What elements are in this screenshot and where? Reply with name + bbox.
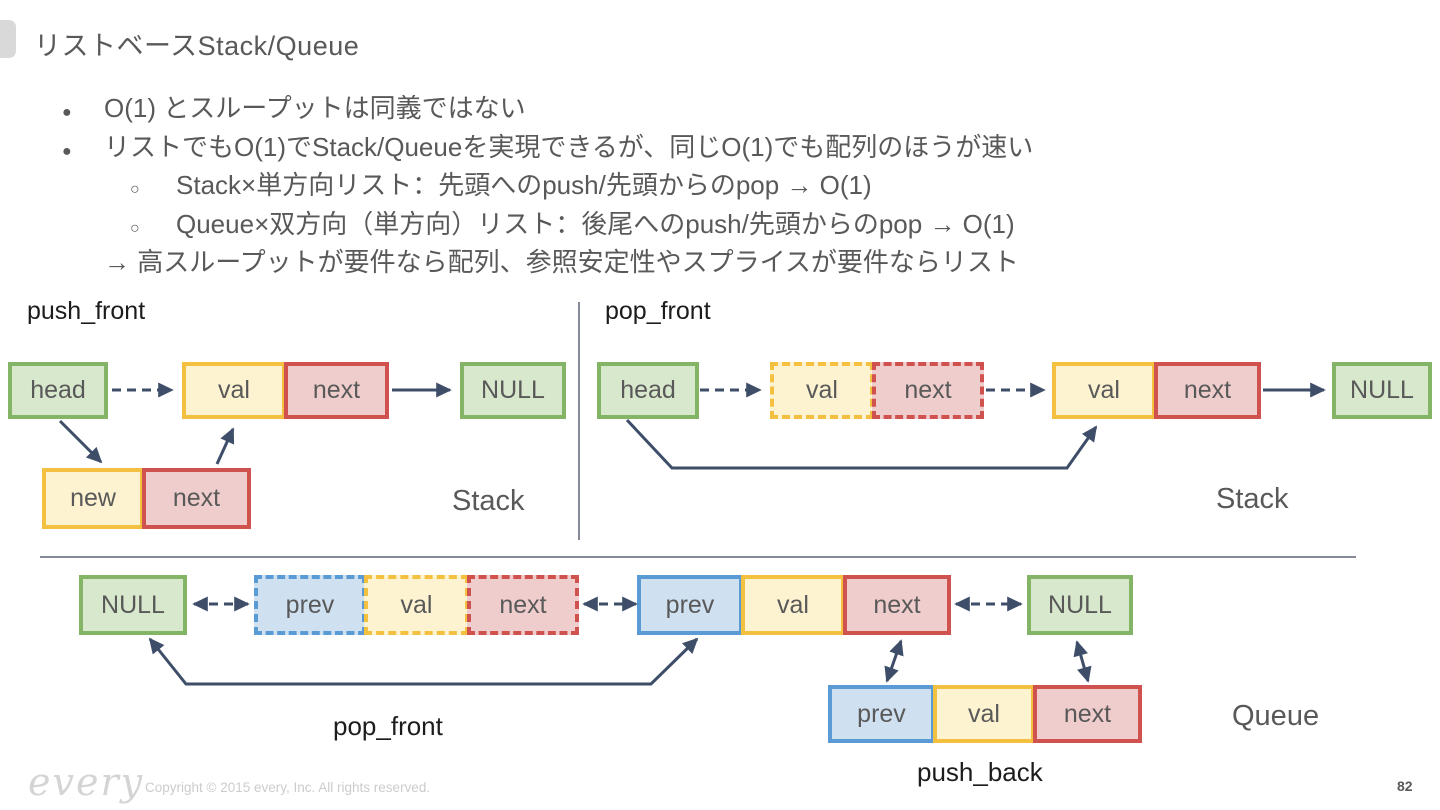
bullet-text: → 高スループットが要件なら配列、参照安定性やスプライスが要件ならリスト: [104, 247, 1019, 277]
page-title: リストベースStack/Queue: [34, 31, 360, 61]
bullet-item: → 高スループットが要件なら配列、参照安定性やスプライスが要件ならリスト: [0, 242, 1440, 281]
bullet-text: Stack×単方向リスト：先頭へのpush/先頭からのpop → O(1): [176, 170, 872, 200]
bullet-text: O(1) とスループットは同義ではない: [104, 93, 526, 123]
bullet-item: ● O(1) とスループットは同義ではない: [0, 88, 1440, 127]
bullet-list: ● O(1) とスループットは同義ではない ● リストでもO(1)でStack/…: [0, 88, 1440, 281]
val-box-removed: val: [770, 362, 874, 419]
val-box: val: [1052, 362, 1156, 419]
stack-caption: Stack: [1216, 483, 1289, 515]
bullet-marker: ●: [62, 142, 72, 160]
every-logo: every: [28, 760, 145, 804]
head-to-new-arrow: [58, 419, 103, 464]
prev-box-removed: prev: [254, 575, 366, 635]
next-box-removed: next: [467, 575, 579, 635]
new-box: new: [42, 468, 144, 529]
null-box: NULL: [1332, 362, 1432, 419]
pop-front-label: pop_front: [333, 711, 443, 741]
next-box: next: [284, 362, 389, 419]
bullet-marker: ○: [130, 181, 140, 198]
prev-box: prev: [637, 575, 743, 635]
bullet-item: ○ Queue×双方向（単方向）リスト：後尾へのpush/先頭からのpop → …: [0, 204, 1440, 243]
next-box: next: [843, 575, 951, 635]
next-box: next: [1033, 685, 1142, 743]
head-to-new-front-arrow: [625, 418, 1098, 470]
val-box: val: [182, 362, 286, 419]
bullet-item: ● リストでもO(1)でStack/Queueを実現できるが、同じO(1)でも配…: [0, 127, 1440, 166]
bullet-marker: ●: [62, 104, 72, 121]
null-box: NULL: [1027, 575, 1133, 635]
val-box: val: [933, 685, 1035, 743]
next-box: next: [1154, 362, 1261, 419]
bullet-item: ○ Stack×単方向リスト：先頭へのpush/先頭からのpop → O(1): [0, 165, 1440, 204]
next-box-removed: next: [872, 362, 984, 419]
null-box: NULL: [460, 362, 566, 419]
push-back-label: push_back: [917, 757, 1043, 787]
bullet-text: Queue×双方向（単方向）リスト：後尾へのpush/先頭からのpop → O(…: [176, 208, 1015, 239]
copyright-text: Copyright © 2015 every, Inc. All rights …: [145, 780, 431, 795]
prev-box: prev: [828, 685, 935, 743]
push-front-label: push_front: [27, 297, 146, 325]
val-box: val: [741, 575, 845, 635]
head-box: head: [597, 362, 699, 419]
null-next-double-arrow: [1073, 640, 1092, 683]
head-box: head: [8, 362, 108, 419]
newnext-to-val-arrow: [215, 427, 235, 465]
pop-front-label: pop_front: [605, 297, 711, 325]
bullet-marker: ○: [130, 219, 140, 237]
stack-caption: Stack: [452, 485, 525, 517]
null-box: NULL: [79, 575, 187, 635]
queue-caption: Queue: [1232, 700, 1320, 732]
pop-front-bent-double-arrow: [148, 637, 699, 686]
title-tab-decoration: [0, 20, 16, 58]
next-box: next: [142, 468, 251, 529]
val-box-removed: val: [364, 575, 469, 635]
bullet-text: リストでもO(1)でStack/Queueを実現できるが、同じO(1)でも配列の…: [104, 131, 1034, 162]
page-number: 82: [1397, 778, 1413, 794]
next-prev-double-arrow: [884, 639, 904, 683]
